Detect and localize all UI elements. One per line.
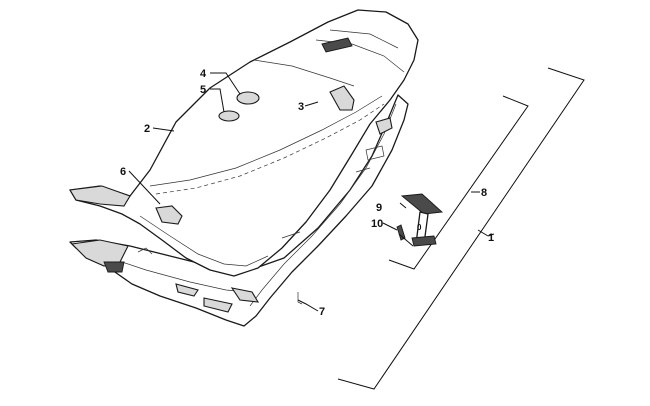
callout-9: 9	[376, 202, 382, 214]
bracket-item-8	[388, 95, 529, 270]
pad-item-3	[329, 85, 355, 111]
leader-lines	[128, 72, 495, 312]
clip-item-7	[297, 292, 303, 305]
callout-2: 2	[144, 123, 150, 135]
bracket-item-1	[337, 67, 585, 390]
seat-pads	[155, 85, 355, 225]
pad-item-6	[155, 205, 183, 225]
pad-item-4	[236, 91, 260, 105]
callout-7: 7	[319, 306, 325, 318]
callout-5: 5	[200, 84, 206, 96]
svg-text:0: 0	[417, 223, 422, 232]
seat-base	[69, 94, 409, 327]
callout-6: 6	[120, 166, 126, 178]
seat-cushion	[69, 9, 419, 277]
callout-8: 8	[481, 187, 487, 199]
callout-4: 4	[200, 68, 207, 80]
callout-1: 1	[488, 232, 494, 244]
callout-3: 3	[298, 101, 304, 113]
callout-10: 10	[371, 218, 383, 230]
pad-item-5	[218, 110, 240, 122]
hinge-bracket: 0	[400, 193, 444, 247]
hinge-pin	[396, 224, 414, 247]
